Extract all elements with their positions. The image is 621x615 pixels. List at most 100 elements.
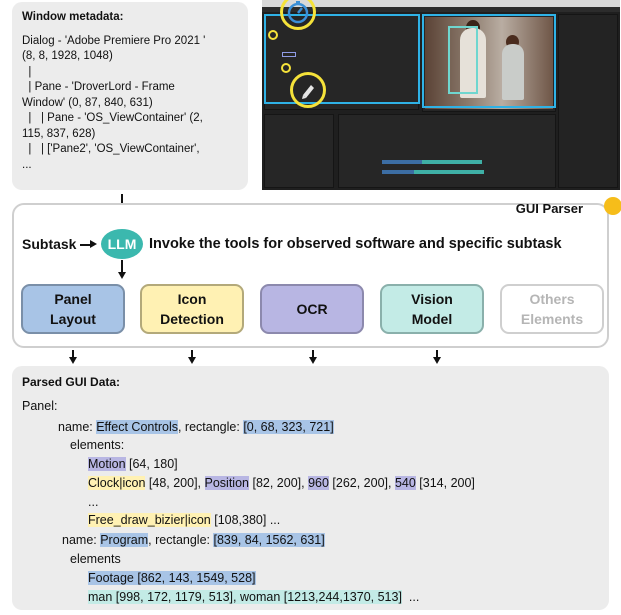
freedraw-coords: [108,380] ...: [210, 513, 281, 527]
metadata-line: ...: [22, 158, 32, 171]
footage-coords: [862, 143, 1549, 528]: [133, 571, 256, 585]
subtask-arrow-head: [90, 240, 97, 248]
metadata-line: |: [22, 65, 32, 78]
footage-text: Footage: [88, 571, 134, 585]
tool-label: Vision: [411, 291, 453, 307]
man-figure: [460, 28, 486, 98]
panel1-line: name: Effect Controls, rectangle: [0, 68…: [58, 419, 334, 435]
invoke-tools-text: Invoke the tools for observed software a…: [149, 236, 562, 252]
pen-icon: [302, 85, 314, 99]
panel1-name: Effect Controls: [96, 420, 178, 434]
text-region-box: [282, 52, 296, 57]
rect-label: , rectangle:: [177, 420, 244, 434]
screenshot-titlebar: [262, 0, 620, 7]
value-960: 960: [308, 476, 329, 490]
timeline-clip: [382, 170, 414, 174]
tool-label: OCR: [296, 301, 328, 317]
subtask-arrow-line: [80, 244, 92, 246]
motion-coords: [64, 180]: [125, 457, 178, 471]
value-540: 540: [394, 476, 416, 490]
metadata-line: Dialog - 'Adobe Premiere Pro 2021 ': [22, 34, 206, 47]
metadata-line: Window' (0, 87, 840, 631): [22, 96, 153, 109]
footage-line: Footage [862, 143, 1549, 528]: [88, 570, 256, 586]
arrow-line: [312, 350, 314, 358]
arrow-line: [72, 350, 74, 358]
panel2-rect: [839, 84, 1562, 631]: [213, 533, 325, 547]
program-highlight: [422, 14, 556, 108]
pen-icon-highlight: [290, 72, 326, 108]
woman-text: woman: [239, 590, 281, 604]
screenshot-footage: [425, 17, 553, 109]
parsed-gui-data-card: Parsed GUI Data: Panel: name: Effect Con…: [12, 366, 609, 610]
tool-label: Detection: [160, 311, 224, 327]
ellipsis: ...: [88, 495, 99, 509]
clock-coords: [48, 200],: [145, 476, 205, 490]
metadata-line: (8, 8, 1928, 1048): [22, 50, 113, 62]
tool-label: Layout: [50, 311, 96, 327]
gui-parser-dot: [604, 197, 621, 215]
effect-controls-highlight: [264, 14, 420, 104]
woman-coords: [1213,244,1370, 513]: [280, 590, 402, 604]
ocr-tool: OCR: [260, 284, 364, 334]
arrow-line: [121, 260, 123, 272]
subtask-label: Subtask: [22, 236, 77, 252]
metadata-header: Window metadata:: [22, 11, 124, 23]
small-icon-highlight: [281, 63, 291, 73]
arrow-head: [118, 272, 126, 279]
man-coords: [998, 172, 1179, 513],: [112, 590, 240, 604]
tool-label: Icon: [177, 291, 207, 307]
man-text: man: [88, 590, 113, 604]
tool-label: Model: [411, 311, 453, 327]
freedraw-text: Free_draw_bizier|icon: [88, 513, 211, 527]
arrow-line: [436, 350, 438, 358]
arrow-head: [309, 357, 317, 364]
screenshot-timeline-panel: [338, 114, 556, 188]
metadata-line: | | Pane - 'OS_ViewContainer' (2,: [22, 112, 203, 124]
tool-label: Panel: [54, 291, 92, 307]
man-detection-box: [448, 26, 478, 94]
gui-parser-label: GUI Parser: [515, 201, 583, 216]
panel1-rect: [0, 68, 323, 721]: [243, 420, 334, 434]
arrow-head: [188, 357, 196, 364]
arrow-head: [433, 357, 441, 364]
elements-label: elements: [70, 552, 121, 566]
panel-label: Panel:: [22, 399, 58, 413]
metadata-line: | Pane - 'DroverLord - Frame: [22, 81, 175, 93]
llm-node: LLM: [101, 229, 143, 259]
metadata-line: | | ['Pane2', 'OS_ViewContainer',: [22, 143, 200, 155]
arrow-line: [121, 194, 123, 208]
timeline-clip: [382, 160, 422, 164]
position-text: Position: [204, 476, 249, 490]
tool-label: Elements: [520, 311, 584, 327]
panel2-name: Program: [100, 533, 149, 547]
arrow-head: [69, 357, 77, 364]
timeline-clip: [414, 170, 484, 174]
name-label: name:: [62, 533, 101, 547]
clock-icon: [287, 1, 309, 24]
clock-text: Clock|icon: [88, 476, 146, 490]
clock-line: Clock|icon [48, 200], Position [82, 200]…: [88, 475, 475, 491]
small-icon-highlight: [268, 30, 278, 40]
screenshot-right-panel: [558, 14, 618, 188]
value-960-coords: [262, 200],: [328, 476, 395, 490]
clock-icon-highlight: [280, 0, 316, 30]
window-metadata-card: Window metadata: Dialog - 'Adobe Premier…: [12, 2, 248, 190]
name-label: name:: [58, 420, 97, 434]
rect-label: , rectangle:: [148, 533, 214, 547]
software-screenshot: [262, 0, 620, 190]
woman-figure: [502, 44, 524, 100]
screenshot-project-panel: [264, 114, 334, 188]
arrow-line: [191, 350, 193, 358]
freedraw-line: Free_draw_bizier|icon [108,380] ...: [88, 512, 280, 528]
elements-label: elements:: [70, 438, 125, 452]
motion-text: Motion: [88, 457, 126, 471]
panel2-line: name: Program, rectangle: [839, 84, 1562…: [62, 532, 325, 548]
people-line: man [998, 172, 1179, 513], woman [1213,2…: [88, 589, 419, 605]
position-coords: [82, 200],: [249, 476, 309, 490]
trailing-ellipsis: ...: [401, 590, 420, 604]
tool-label: Others: [529, 291, 575, 307]
